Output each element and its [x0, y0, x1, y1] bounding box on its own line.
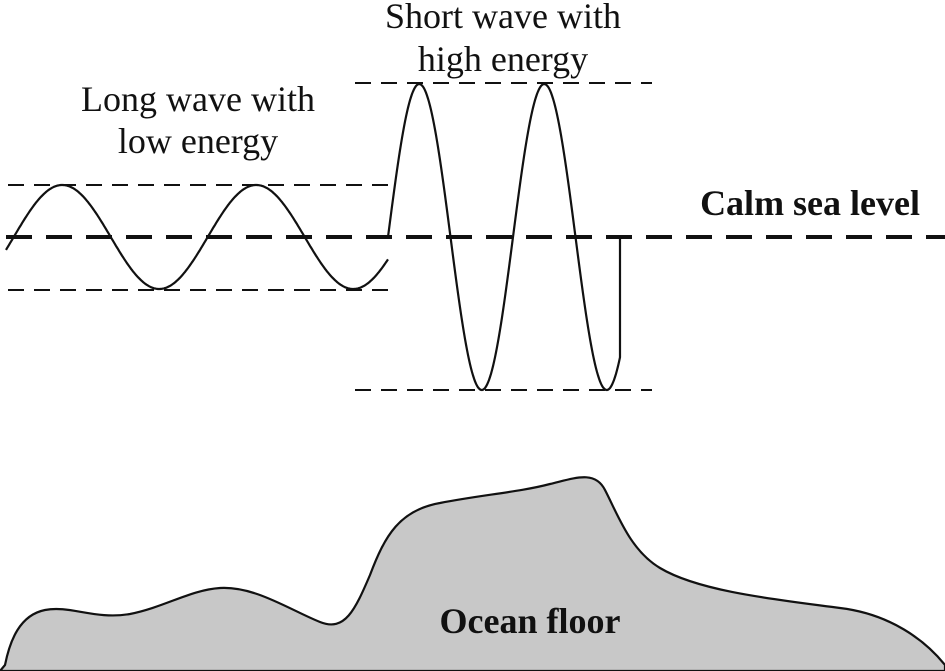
- ocean-floor-shape: [0, 476, 945, 671]
- short-wave-label-line1: Short wave with: [385, 0, 621, 36]
- short-wave-curve: [386, 82, 622, 392]
- long-wave-label-line1: Long wave with: [81, 79, 315, 119]
- long-wave-label-line2: low energy: [118, 121, 278, 161]
- short-wave-label-line2: high energy: [418, 39, 588, 79]
- long-wave-curve: [5, 183, 389, 291]
- calm-sea-level-label: Calm sea level: [700, 183, 920, 223]
- ocean-floor-label: Ocean floor: [440, 601, 621, 641]
